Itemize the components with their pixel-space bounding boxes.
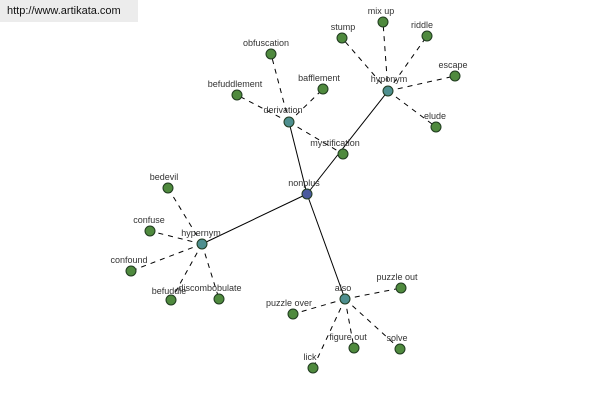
edge-center-to-derivation: [288, 121, 308, 195]
edge-center-to-hyponym: [306, 90, 389, 195]
relation-label-hypernym[interactable]: hypernym: [181, 228, 221, 238]
leaf-node-riddle[interactable]: [421, 30, 433, 42]
leaf-label-riddle[interactable]: riddle: [411, 20, 433, 30]
edge-also-to-lick: [312, 298, 346, 369]
leaf-label-stump[interactable]: stump: [331, 22, 356, 32]
leaf-node-bedevil[interactable]: [162, 182, 174, 194]
leaf-node-solve[interactable]: [394, 343, 406, 355]
edge-also-to-figure-out: [344, 298, 355, 349]
leaf-label-confuse[interactable]: confuse: [133, 215, 165, 225]
leaf-label-mystification[interactable]: mystification: [310, 138, 360, 148]
edge-hypernym-to-confound: [130, 243, 203, 272]
relation-node-hyponym[interactable]: [382, 85, 394, 97]
edge-derivation-to-bafflement: [288, 88, 324, 123]
leaf-node-mystification[interactable]: [337, 148, 349, 160]
leaf-label-solve[interactable]: solve: [386, 333, 407, 343]
leaf-label-escape[interactable]: escape: [438, 60, 467, 70]
graph-nodes: [125, 16, 461, 374]
edge-derivation-to-obfuscation: [270, 53, 290, 123]
edge-hypernym-to-bedevil: [167, 187, 203, 245]
edge-hyponym-to-stump: [341, 37, 389, 92]
relation-node-hypernym[interactable]: [196, 238, 208, 250]
graph-labels: nonplus derivation obfuscation befuddlement…: [110, 6, 467, 362]
edge-hyponym-to-elude: [387, 90, 437, 128]
edge-hypernym-to-confuse: [149, 230, 203, 245]
leaf-label-confound[interactable]: confound: [110, 255, 147, 265]
leaf-node-discombobulate[interactable]: [213, 293, 225, 305]
leaf-label-puzzle-out[interactable]: puzzle out: [376, 272, 418, 282]
leaf-node-confuse[interactable]: [144, 225, 156, 237]
leaf-node-mix-up[interactable]: [377, 16, 389, 28]
leaf-label-obfuscation[interactable]: obfuscation: [243, 38, 289, 48]
edge-center-to-also: [306, 193, 346, 300]
leaf-label-puzzle-over[interactable]: puzzle over: [266, 298, 312, 308]
graph-edges: [130, 21, 456, 369]
edge-center-to-hypernym: [201, 193, 308, 245]
leaf-label-mix-up[interactable]: mix up: [368, 6, 395, 16]
source-url-banner[interactable]: http://www.artikata.com: [0, 0, 138, 22]
leaf-label-figure-out[interactable]: figure out: [329, 332, 367, 342]
leaf-node-puzzle-over[interactable]: [287, 308, 299, 320]
leaf-node-stump[interactable]: [336, 32, 348, 44]
leaf-node-escape[interactable]: [449, 70, 461, 82]
edge-also-to-solve: [344, 298, 401, 350]
edge-hyponym-to-riddle: [387, 35, 428, 92]
leaf-label-bafflement[interactable]: bafflement: [298, 73, 340, 83]
leaf-label-lick[interactable]: lick: [304, 352, 317, 362]
edge-also-to-puzzle-out: [344, 287, 402, 300]
relation-label-hyponym[interactable]: hyponym: [371, 74, 408, 84]
leaf-label-befuddlement[interactable]: befuddlement: [208, 79, 263, 89]
center-node-nonplus[interactable]: [301, 188, 313, 200]
relation-label-derivation[interactable]: derivation: [263, 105, 302, 115]
leaf-node-puzzle-out[interactable]: [395, 282, 407, 294]
relation-node-also[interactable]: [339, 293, 351, 305]
leaf-node-confound[interactable]: [125, 265, 137, 277]
leaf-label-discombobulate[interactable]: discombobulate: [178, 283, 241, 293]
leaf-node-befuddle[interactable]: [165, 294, 177, 306]
leaf-node-bafflement[interactable]: [317, 83, 329, 95]
leaf-label-befuddle[interactable]: befuddle: [152, 286, 187, 296]
leaf-label-elude[interactable]: elude: [424, 111, 446, 121]
leaf-label-bedevil[interactable]: bedevil: [150, 172, 179, 182]
leaf-node-figure-out[interactable]: [348, 342, 360, 354]
leaf-node-elude[interactable]: [430, 121, 442, 133]
relation-node-derivation[interactable]: [283, 116, 295, 128]
leaf-node-obfuscation[interactable]: [265, 48, 277, 60]
relation-label-also[interactable]: also: [335, 283, 352, 293]
center-label-nonplus[interactable]: nonplus: [288, 178, 320, 188]
leaf-node-lick[interactable]: [307, 362, 319, 374]
edge-hyponym-to-escape: [387, 75, 456, 92]
edge-derivation-to-mystification: [288, 121, 344, 155]
edge-hypernym-to-befuddle: [170, 243, 203, 301]
leaf-node-befuddlement[interactable]: [231, 89, 243, 101]
edge-hyponym-to-mix-up: [382, 21, 389, 92]
